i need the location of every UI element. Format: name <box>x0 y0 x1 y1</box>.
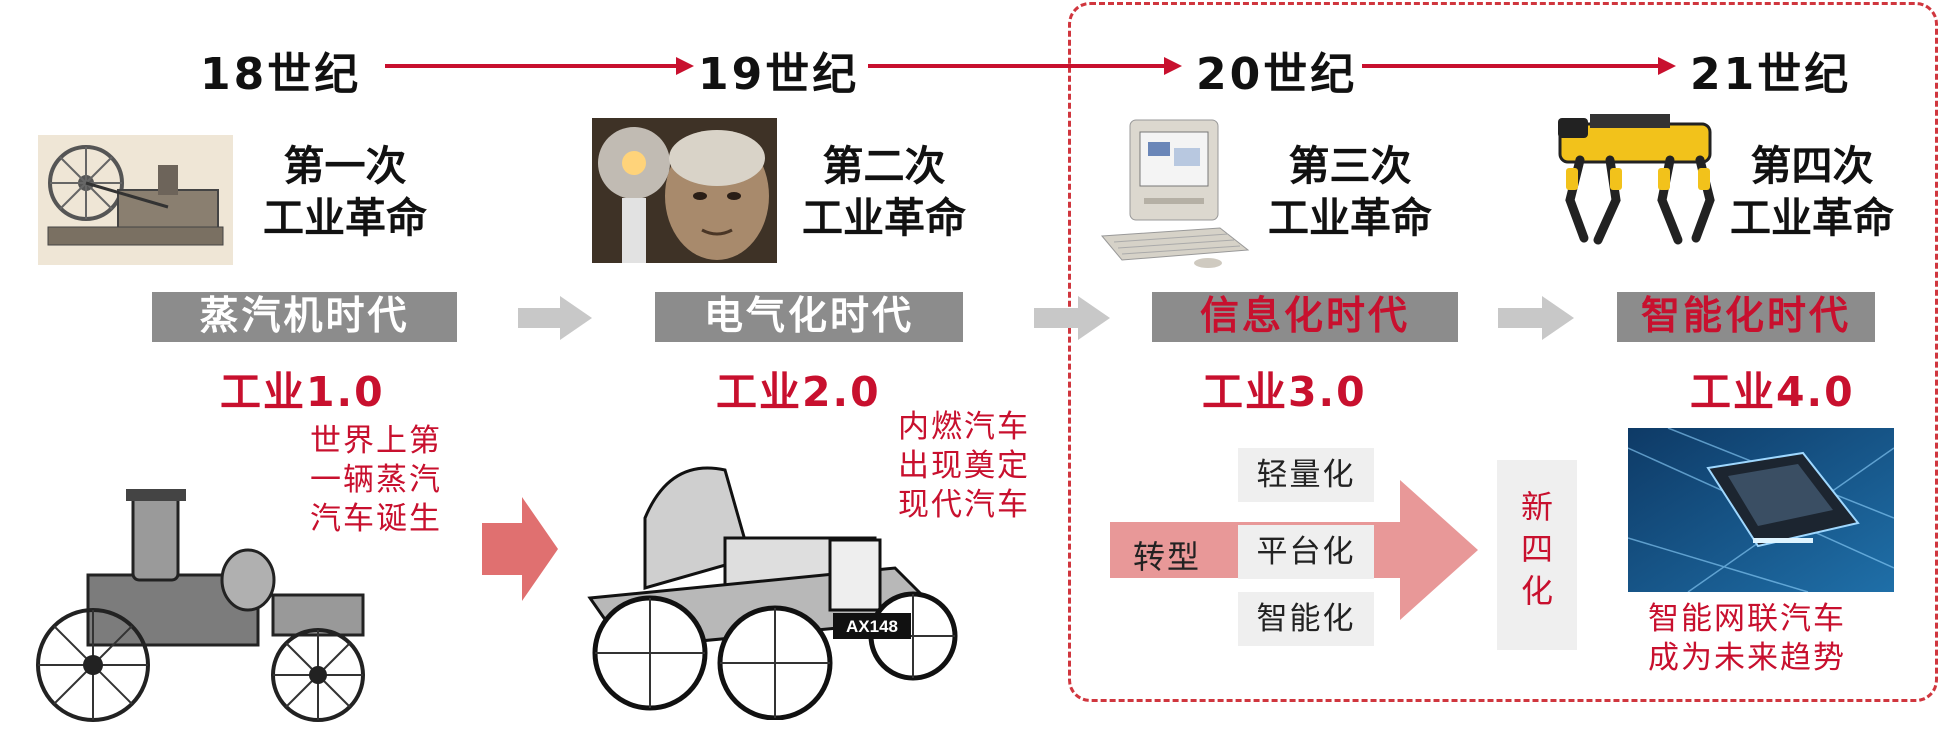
revolution-ordinal: 第二次 <box>822 142 946 190</box>
old-car-image: AX148 <box>575 448 960 720</box>
revolution-3-label: 第三次 工业革命 <box>1250 140 1450 244</box>
industry-2-label: 工业2.0 <box>716 368 881 416</box>
century-20: 20世纪 <box>1196 49 1358 100</box>
revolution-ordinal: 第三次 <box>1288 142 1412 190</box>
smart-car-note: 智能网联汽车 成为未来趋势 <box>1648 600 1846 678</box>
revolution-ordinal: 第一次 <box>283 142 407 190</box>
tag-platform: 平台化 <box>1238 525 1374 579</box>
industry-1-label: 工业1.0 <box>220 368 385 416</box>
new-four-char: 化 <box>1520 572 1553 610</box>
era-intelligence-band: 智能化时代 <box>1617 292 1875 342</box>
era-information-band: 信息化时代 <box>1152 292 1458 342</box>
timeline-arrowhead <box>1164 57 1182 75</box>
tag-intelligent: 智能化 <box>1238 592 1374 646</box>
industry-4-label: 工业4.0 <box>1690 368 1855 416</box>
note-line: 内燃汽车 <box>898 409 1030 445</box>
edison-image <box>592 118 777 263</box>
timeline-arrowhead <box>676 57 694 75</box>
revolution-2-label: 第二次 工业革命 <box>784 140 984 244</box>
note-line: 现代汽车 <box>898 487 1030 523</box>
smart-car-image <box>1628 428 1894 592</box>
era-arrow <box>518 296 592 340</box>
timeline-arrowhead <box>1658 57 1676 75</box>
transform-label: 转型 <box>1133 538 1202 576</box>
era-arrow <box>1498 296 1574 340</box>
revolution-title: 工业革命 <box>802 194 966 242</box>
ice-car-note: 内燃汽车 出现奠定 现代汽车 <box>898 408 1030 525</box>
steam-car-note: 世界上第 一辆蒸汽 汽车诞生 <box>310 422 442 539</box>
steam-engine-image <box>38 135 233 265</box>
note-line: 智能网联汽车 <box>1648 601 1846 637</box>
era-steam-band: 蒸汽机时代 <box>152 292 457 342</box>
new-four-char: 四 <box>1520 530 1553 568</box>
note-line: 世界上第 <box>310 423 442 459</box>
computer-image <box>1100 118 1255 268</box>
century-18: 18世纪 <box>200 49 362 100</box>
steam-car-image <box>18 485 393 725</box>
revolution-ordinal: 第四次 <box>1750 142 1874 190</box>
pink-arrow <box>482 497 558 601</box>
note-line: 一辆蒸汽 <box>310 462 442 498</box>
revolution-title: 工业革命 <box>1268 194 1432 242</box>
new-four-box: 新 四 化 <box>1497 460 1577 650</box>
century-19: 19世纪 <box>698 49 860 100</box>
industry-3-label: 工业3.0 <box>1202 368 1367 416</box>
modern-era-dashed-frame <box>1068 2 1938 702</box>
revolution-title: 工业革命 <box>1730 194 1894 242</box>
era-electric-band: 电气化时代 <box>655 292 963 342</box>
century-21: 21世纪 <box>1690 49 1852 100</box>
revolution-4-label: 第四次 工业革命 <box>1712 140 1912 244</box>
timeline-arrows <box>385 57 1676 75</box>
revolution-title: 工业革命 <box>263 194 427 242</box>
era-arrow <box>1034 296 1110 340</box>
era-arrows <box>518 296 1574 340</box>
new-four-char: 新 <box>1520 488 1553 526</box>
note-line: 汽车诞生 <box>310 501 442 537</box>
revolution-1-label: 第一次 工业革命 <box>245 140 445 244</box>
tag-lightweight: 轻量化 <box>1238 448 1374 502</box>
robot-dog-image <box>1550 100 1720 248</box>
note-line: 出现奠定 <box>898 448 1030 484</box>
license-plate: AX148 <box>846 617 898 636</box>
note-line: 成为未来趋势 <box>1648 640 1846 676</box>
